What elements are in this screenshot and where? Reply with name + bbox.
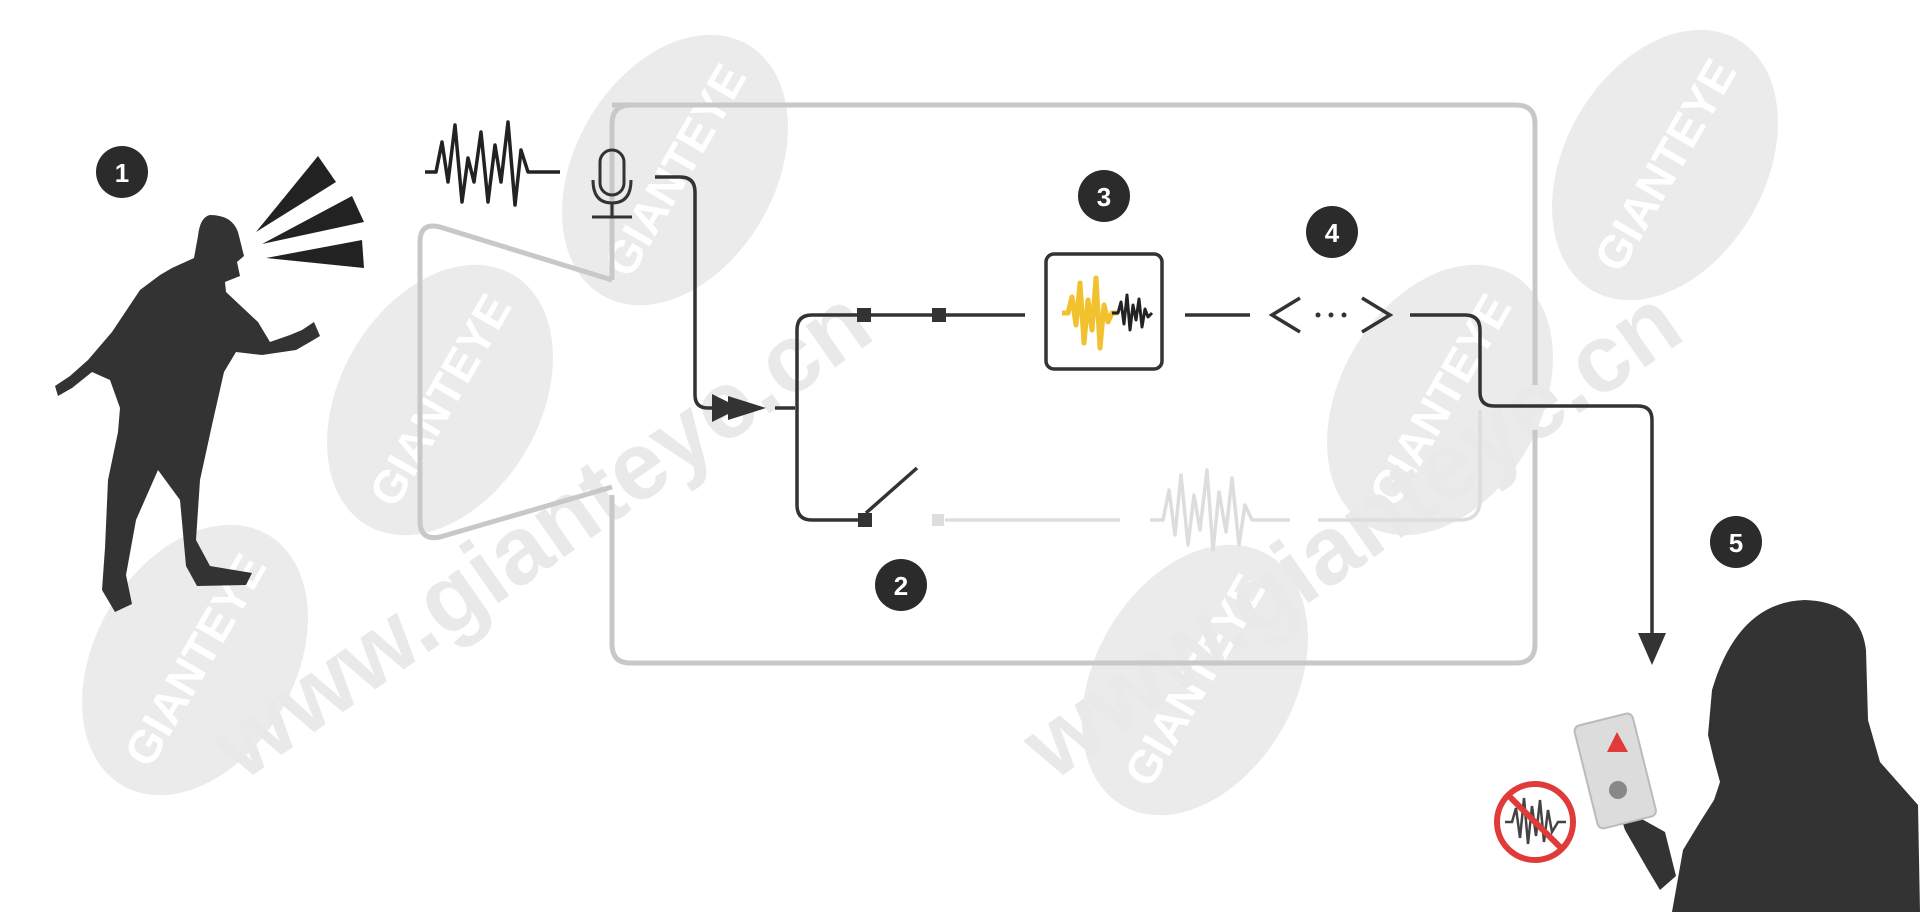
step-marker-3: 3 [1078, 170, 1130, 222]
code-brackets-icon [1268, 296, 1394, 334]
step-marker-1: 1 [96, 146, 148, 198]
output-arrow-head [1638, 633, 1666, 665]
arrow-head [728, 396, 766, 420]
mic-signal-line [655, 175, 740, 422]
watermark-layer: GIANTEYE GIANTEYE GIANTEYE GIANTEYE GIAN… [82, 29, 1778, 816]
shouting-man-silhouette [55, 215, 320, 612]
watermark-disc: GIANTEYE [327, 264, 553, 536]
camera-lens-housing [417, 223, 613, 541]
step-marker-2: 2 [875, 559, 927, 611]
disabled-audio-path [932, 410, 1482, 552]
watermark-disc: GIANTEYE [562, 34, 788, 306]
step-marker-4: 4 [1306, 206, 1358, 258]
device-body [417, 102, 1538, 666]
step-number: 1 [115, 158, 129, 188]
phone-icon [1573, 712, 1657, 830]
switch-node [858, 513, 872, 527]
audio-analytics-icon [1044, 252, 1164, 371]
connector-node [932, 308, 946, 322]
step-marker-5: 5 [1710, 516, 1762, 568]
switch-icon [864, 466, 919, 515]
watermark-disc: GIANTEYE [1327, 264, 1553, 536]
no-audio-icon [1494, 781, 1576, 863]
watermark-disc: GIANTEYE [1552, 29, 1778, 301]
warning-triangle-icon [1607, 732, 1628, 752]
upper-branch-line [795, 313, 1025, 408]
microphone-icon [591, 148, 633, 219]
input-sound-wave [425, 120, 560, 207]
step-number: 5 [1729, 528, 1743, 558]
watermark-disc: GIANTEYE [1082, 544, 1308, 816]
step-number: 3 [1097, 182, 1111, 212]
connector-node [857, 308, 871, 322]
shout-rays [256, 156, 364, 268]
lower-branch-line [795, 408, 862, 522]
step-number: 2 [894, 571, 908, 601]
watermark-disc: GIANTEYE [82, 524, 308, 796]
output-line [1410, 313, 1654, 640]
step-number: 4 [1325, 218, 1340, 248]
woman-with-phone-silhouette [1612, 600, 1920, 912]
